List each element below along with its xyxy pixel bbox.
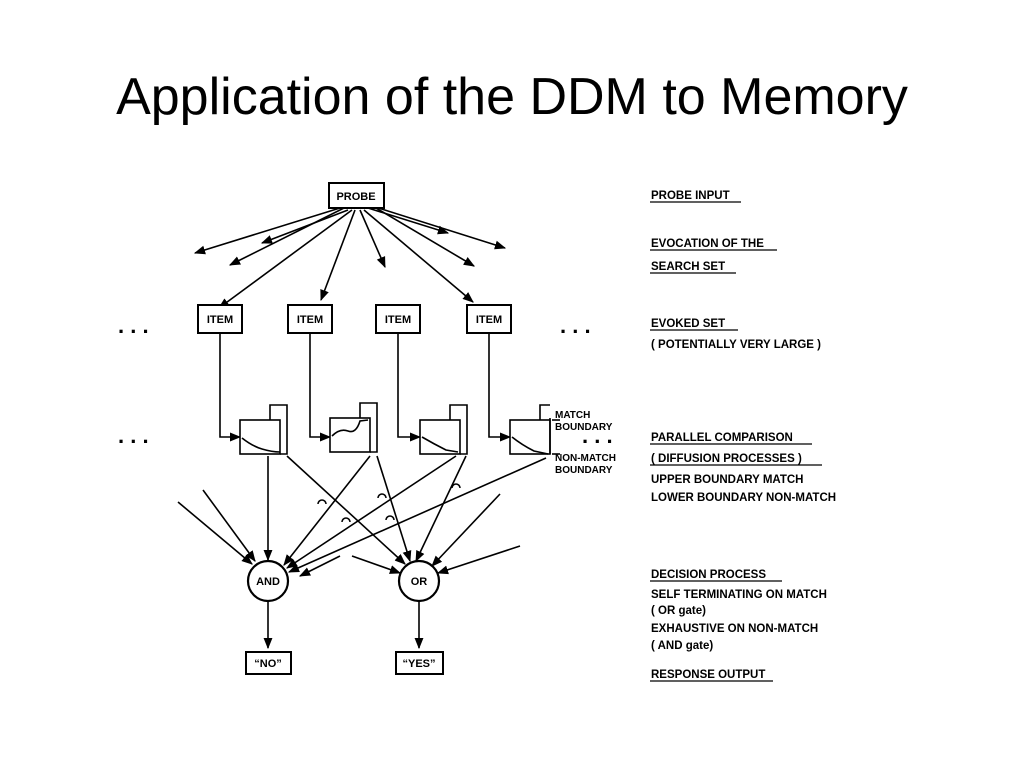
item-label-1: ITEM (207, 314, 233, 326)
annotation-evoked-set-note: ( POTENTIALLY VERY LARGE ) (651, 339, 821, 351)
item-label-2: ITEM (297, 314, 323, 326)
annotation-probe-input: PROBE INPUT (651, 190, 730, 202)
probe-label: PROBE (336, 191, 375, 203)
match-boundary-label-2: BOUNDARY (555, 422, 613, 433)
annotation-evocation-2: SEARCH SET (651, 261, 725, 273)
annotation-exhaustive: EXHAUSTIVE ON NON-MATCH (651, 623, 818, 635)
ellipsis-right-items: . . . (560, 313, 591, 338)
probe-box (328, 182, 385, 209)
annotation-lower-boundary: LOWER BOUNDARY NON-MATCH (651, 492, 836, 504)
no-response-box (245, 651, 292, 675)
item-box-4 (466, 304, 512, 334)
annotation-self-terminating: SELF TERMINATING ON MATCH (651, 589, 827, 601)
item-box-3 (375, 304, 421, 334)
ellipsis-left-comparisons: . . . (118, 423, 149, 448)
comparator-4 (509, 404, 551, 455)
non-match-boundary-label-1: NON-MATCH (555, 453, 616, 464)
annotation-parallel-comparison: PARALLEL COMPARISON (651, 432, 793, 444)
annotation-evoked-set: EVOKED SET (651, 318, 725, 330)
annotation-underlines (650, 201, 822, 682)
and-gate-inputs (177, 455, 547, 577)
or-gate-label: OR (411, 576, 428, 588)
match-boundary-label-1: MATCH (555, 410, 590, 421)
item-label-3: ITEM (385, 314, 411, 326)
item-to-comparator-arrows (219, 334, 512, 442)
item-label-4: ITEM (476, 314, 502, 326)
or-gate-inputs (286, 455, 521, 575)
non-match-boundary-label-2: BOUNDARY (555, 465, 613, 476)
comparator-1 (239, 404, 288, 455)
and-gate-label: AND (256, 576, 280, 588)
annotation-and-gate-note: ( AND gate) (651, 640, 713, 652)
item-box-1 (197, 304, 243, 334)
annotation-response-output: RESPONSE OUTPUT (651, 669, 765, 681)
annotation-upper-boundary: UPPER BOUNDARY MATCH (651, 474, 804, 486)
evocation-arrows (193, 205, 507, 309)
comparator-3 (419, 404, 468, 455)
yes-response-box (395, 651, 444, 675)
annotation-evocation-1: EVOCATION OF THE (651, 238, 764, 250)
no-response-label: “NO” (254, 658, 282, 670)
slide-title: Application of the DDM to Memory (116, 68, 908, 126)
and-gate (246, 559, 290, 603)
yes-response-label: “YES” (402, 658, 435, 670)
ellipsis-left-items: . . . (118, 313, 149, 338)
or-gate (397, 559, 441, 603)
comparator-2 (329, 402, 378, 453)
annotation-or-gate-note: ( OR gate) (651, 605, 706, 617)
item-box-2 (287, 304, 333, 334)
annotation-decision-process: DECISION PROCESS (651, 569, 766, 581)
annotation-diffusion-processes: ( DIFFUSION PROCESSES ) (651, 453, 802, 465)
ellipsis-right-comparisons: . . . (582, 423, 613, 448)
